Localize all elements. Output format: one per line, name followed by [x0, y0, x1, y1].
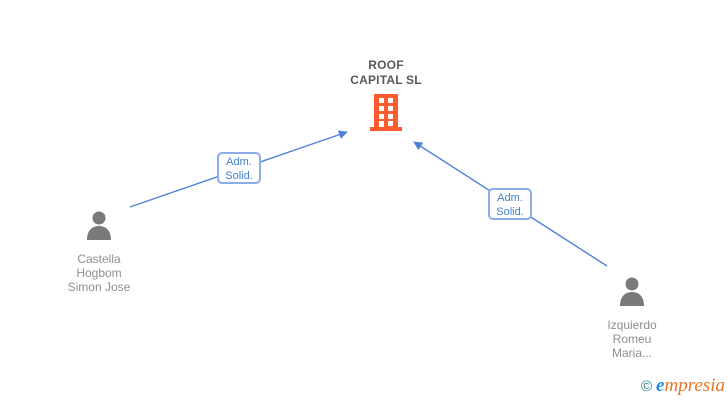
building-icon[interactable] — [316, 94, 456, 137]
person-name: Izquierdo Romeu Maria... — [572, 318, 692, 360]
copyright-icon: © — [640, 378, 653, 395]
person-node-castella[interactable]: Castella Hogbom Simon Jose — [39, 210, 159, 294]
edge-label-line2: Solid. — [496, 206, 524, 218]
company-name-line2: CAPITAL SL — [350, 73, 422, 87]
person-icon — [39, 210, 159, 245]
person-name-line1: Castella — [77, 252, 121, 266]
edge-label-line1: Adm. — [226, 156, 252, 168]
person-name-line2: Hogbom — [76, 266, 122, 280]
person-name-line3: Maria... — [611, 346, 652, 360]
person-name-line2: Romeu — [612, 332, 652, 346]
person-name-line1: Izquierdo — [607, 318, 657, 332]
brand-rest: mpresia — [664, 375, 725, 396]
person-node-izquierdo[interactable]: Izquierdo Romeu Maria... — [572, 276, 692, 360]
edge-label-right[interactable]: Adm. Solid. — [488, 188, 532, 220]
company-name-line1: ROOF — [368, 58, 404, 72]
edge-label-left[interactable]: Adm. Solid. — [217, 152, 261, 184]
person-name: Castella Hogbom Simon Jose — [39, 252, 159, 294]
empresia-logo[interactable]: © empresia — [641, 376, 725, 396]
brand-wordmark: empresia — [656, 376, 725, 396]
company-node[interactable]: ROOF CAPITAL SL — [316, 58, 456, 137]
person-icon — [572, 276, 692, 311]
person-name-line3: Simon Jose — [67, 280, 131, 294]
company-name: ROOF CAPITAL SL — [316, 58, 456, 88]
edge-label-line2: Solid. — [225, 170, 253, 182]
edge-label-line1: Adm. — [497, 192, 523, 204]
brand-initial: e — [656, 375, 665, 396]
